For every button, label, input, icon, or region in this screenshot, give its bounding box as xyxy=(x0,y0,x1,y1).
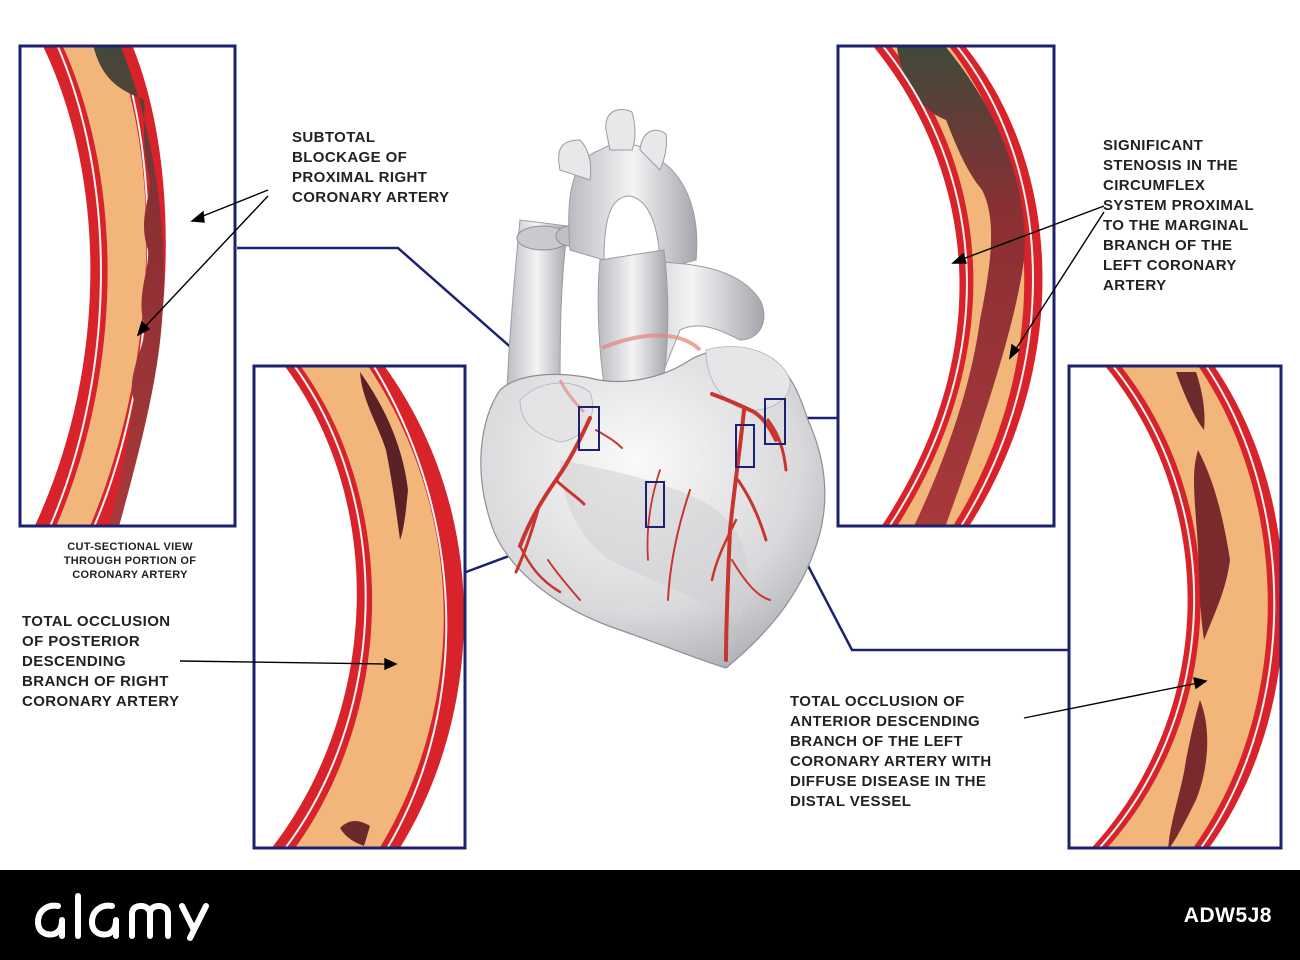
left-main-coronary xyxy=(710,392,778,442)
wall-highlight xyxy=(49,46,102,526)
inset-circumflex-stenosis xyxy=(836,44,1056,528)
lumen xyxy=(896,46,1025,526)
lad-branch xyxy=(710,518,738,582)
lad-branch xyxy=(731,559,771,601)
muscle-shading xyxy=(560,460,748,620)
diagonal-branch xyxy=(667,489,691,601)
label-circumflex-stenosis: SIGNIFICANT STENOSIS IN THE CIRCUMFLEX S… xyxy=(1103,137,1255,294)
inset-subtotal-blockage xyxy=(18,44,237,528)
lumen-fragment xyxy=(1194,450,1230,640)
arrowhead xyxy=(190,210,205,223)
arrow-subtotal xyxy=(141,195,269,331)
stock-footer-bar: ADW5J8 xyxy=(0,870,1300,960)
rca-branch xyxy=(518,544,562,594)
arrow-circumflex xyxy=(959,205,1105,261)
focus-box-rca xyxy=(578,406,600,451)
heart-illustration xyxy=(480,108,826,669)
rca-branch xyxy=(514,508,540,574)
lumen-fragment xyxy=(1176,372,1205,430)
wall-highlight xyxy=(1199,366,1276,848)
wall-highlight xyxy=(1097,366,1196,848)
wall-highlight xyxy=(283,366,367,848)
label-posterior-occlusion: TOTAL OCCLUSION OF POSTERIOR DESCENDING … xyxy=(22,613,180,710)
plaque xyxy=(1106,366,1268,848)
wall-highlight xyxy=(955,46,1034,526)
inset-posterior-occlusion xyxy=(252,364,467,850)
arrow-posterior xyxy=(179,660,389,665)
coronary-vessels xyxy=(514,392,788,662)
lumen-fragment xyxy=(1168,700,1208,848)
arrow-subtotal xyxy=(197,189,269,219)
focus-box-pd xyxy=(645,481,665,528)
alamy-logo xyxy=(35,893,209,941)
inset-frame xyxy=(1067,364,1283,850)
faded-vessel xyxy=(601,333,702,352)
inset-anterior-occlusion xyxy=(1067,364,1283,850)
fat-texture xyxy=(705,346,791,411)
label-cut-sectional-view: CUT-SECTIONAL VIEW THROUGH PORTION OF CO… xyxy=(63,541,197,581)
wall-highlight xyxy=(881,46,968,526)
residual-channel xyxy=(340,821,370,846)
posterior-descending-branch xyxy=(547,559,581,601)
pointer-arrows xyxy=(136,189,1208,719)
focus-boxes xyxy=(578,398,786,528)
arrowhead xyxy=(1193,677,1208,690)
arrowhead xyxy=(1009,343,1021,360)
arrowhead xyxy=(384,657,398,671)
label-anterior-occlusion: TOTAL OCCLUSION OF ANTERIOR DESCENDING B… xyxy=(790,693,992,810)
wall-highlight xyxy=(372,366,448,848)
rca-branch xyxy=(554,478,586,506)
arrow-anterior xyxy=(1023,682,1199,719)
inset-frame xyxy=(836,44,1056,528)
residual-channel xyxy=(360,372,408,540)
lumen xyxy=(93,46,164,526)
aortic-branch xyxy=(605,108,636,151)
inset-frame xyxy=(252,364,467,850)
label-subtotal-blockage: SUBTOTAL BLOCKAGE OF PROXIMAL RIGHT CORO… xyxy=(292,129,450,206)
focus-box-lad xyxy=(735,424,755,468)
inset-frame xyxy=(18,44,237,528)
plaque xyxy=(56,46,147,526)
aortic-branch xyxy=(639,129,667,171)
stock-image-id: ADW5J8 xyxy=(1183,904,1272,927)
diagonal-branch xyxy=(646,469,661,561)
faded-vessel xyxy=(558,379,586,414)
arrow-circumflex xyxy=(1013,211,1105,353)
focus-box-cx xyxy=(764,398,786,445)
arrowhead xyxy=(136,320,151,337)
aortic-branch xyxy=(558,139,592,181)
arrowhead xyxy=(951,252,967,264)
lad-branch xyxy=(736,478,768,542)
